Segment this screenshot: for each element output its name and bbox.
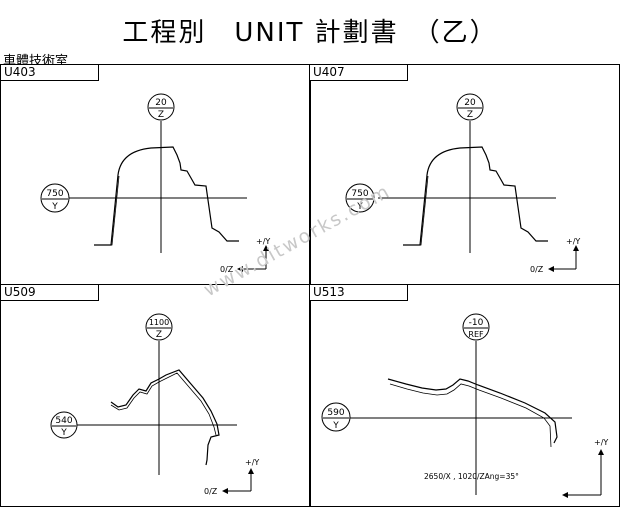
panel-id-label: U509 bbox=[1, 285, 99, 301]
top-bubble-value: 1100 bbox=[149, 318, 169, 327]
profile-outline-inner bbox=[389, 383, 552, 448]
profile-outline bbox=[387, 378, 558, 444]
panel-id-label: U403 bbox=[1, 65, 99, 81]
y-axis-label: +/Y bbox=[245, 458, 259, 467]
profile-outline-inner bbox=[97, 175, 120, 246]
side-bubble bbox=[40, 183, 70, 213]
panel-u513: U513 -10 REF 590 Y +/Y 2650/X , 1020/ZAn… bbox=[309, 284, 620, 507]
top-bubble bbox=[145, 313, 173, 341]
side-bubble-axis: Y bbox=[356, 202, 363, 212]
arrowhead-icon bbox=[573, 245, 579, 251]
panel-id-label: U513 bbox=[310, 285, 408, 301]
section-diagram: 1100 Z 540 Y +/Y 0/Z bbox=[50, 313, 259, 496]
side-bubble-value: 750 bbox=[351, 189, 368, 199]
angle-note: 2650/X , 1020/ZAng=35° bbox=[424, 472, 519, 481]
profile-outline-inner bbox=[110, 372, 217, 436]
side-bubble-axis: Y bbox=[51, 202, 58, 212]
top-bubble bbox=[462, 313, 490, 341]
panel-grid: U403 20 Z 750 Y +/Y 0/Z U407 bbox=[0, 64, 620, 507]
panel-id-label: U407 bbox=[310, 65, 408, 81]
top-bubble-axis: Z bbox=[467, 110, 473, 120]
top-bubble-value: -10 bbox=[469, 318, 484, 328]
side-bubble-axis: Y bbox=[60, 428, 67, 438]
top-bubble-axis: REF bbox=[468, 330, 484, 339]
side-bubble-value: 750 bbox=[46, 189, 63, 199]
side-bubble-value: 590 bbox=[327, 408, 344, 418]
profile-outline-inner bbox=[406, 175, 429, 246]
section-diagram: 20 Z 750 Y +/Y 0/Z bbox=[345, 93, 580, 274]
arrowhead-icon bbox=[248, 468, 254, 474]
y-axis-label: +/Y bbox=[256, 237, 270, 246]
panel-u407: U407 20 Z 750 Y +/Y 0/Z bbox=[309, 64, 620, 285]
side-bubble-value: 540 bbox=[55, 416, 72, 426]
z-axis-label: 0/Z bbox=[220, 265, 234, 274]
arrowhead-icon bbox=[598, 449, 604, 455]
top-bubble-axis: Z bbox=[158, 110, 164, 120]
y-axis-label: +/Y bbox=[594, 438, 608, 447]
top-bubble bbox=[456, 93, 484, 121]
arrowhead-icon bbox=[548, 266, 554, 272]
z-axis-label: 0/Z bbox=[530, 265, 544, 274]
arrowhead-icon bbox=[263, 245, 269, 251]
side-bubble bbox=[345, 183, 375, 213]
top-bubble-axis: Z bbox=[156, 330, 162, 340]
side-bubble-axis: Y bbox=[332, 421, 339, 431]
section-diagram: 20 Z 750 Y +/Y 0/Z bbox=[40, 93, 270, 274]
arrowhead-icon bbox=[562, 492, 568, 498]
profile-outline bbox=[110, 369, 220, 466]
profile-outline bbox=[94, 146, 239, 246]
panel-u509: U509 1100 Z 540 Y +/Y 0/Z bbox=[0, 284, 311, 507]
profile-outline bbox=[403, 146, 548, 246]
panel-u403: U403 20 Z 750 Y +/Y 0/Z bbox=[0, 64, 311, 285]
side-bubble bbox=[50, 411, 78, 439]
side-bubble bbox=[321, 402, 351, 432]
top-bubble bbox=[147, 93, 175, 121]
section-diagram: -10 REF 590 Y +/Y 2650/X , 1020/ZAng=35° bbox=[321, 313, 608, 498]
top-bubble-value: 20 bbox=[155, 98, 167, 108]
page-title: 工程別 UNIT 計劃書 （乙） bbox=[122, 18, 498, 48]
z-axis-label: 0/Z bbox=[204, 487, 218, 496]
arrowhead-icon bbox=[222, 488, 228, 494]
y-axis-label: +/Y bbox=[566, 237, 580, 246]
arrowhead-icon bbox=[237, 266, 243, 272]
top-bubble-value: 20 bbox=[464, 98, 476, 108]
